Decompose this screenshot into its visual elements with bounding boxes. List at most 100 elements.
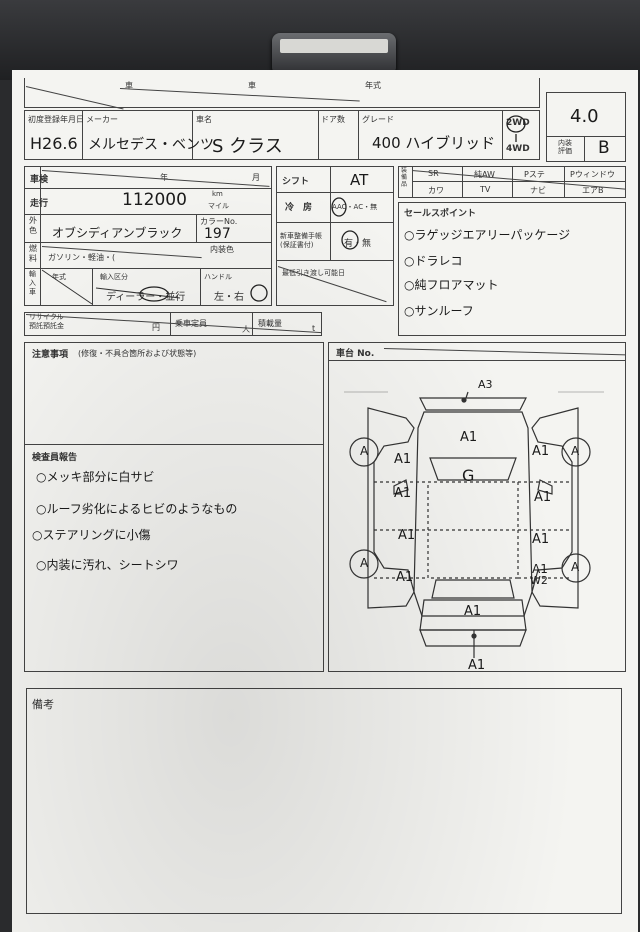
interior-score-label: 内装 評価	[558, 139, 572, 155]
mileage-value: 112000	[122, 190, 187, 210]
drive-4wd: 4WD	[506, 144, 530, 154]
warranty-circle-mark	[341, 230, 359, 250]
shift-block	[276, 166, 394, 306]
header-row	[24, 110, 540, 160]
top-partial-b: 車	[248, 81, 256, 90]
equip-tv: TV	[480, 185, 491, 194]
import-label: 輸 入 車	[29, 270, 36, 296]
ac-value: AAC・AC・無	[332, 203, 378, 211]
report-item: ○内装に汚れ、シートシワ	[36, 558, 179, 572]
notes-block	[24, 342, 324, 672]
grade-label: グレード	[362, 115, 394, 124]
equip-alloy: 純AW	[474, 170, 495, 179]
mile-unit: マイル	[208, 202, 229, 210]
doors-label: ドア数	[321, 115, 345, 124]
report-label: 検査員報告	[32, 453, 78, 463]
diagram-mark: A1	[394, 452, 412, 467]
handle-value: 左・右	[214, 292, 244, 303]
equip-leather: カワ	[428, 186, 444, 195]
recycle-row	[24, 312, 322, 336]
transfer-label: 最低引き渡し可能日	[282, 269, 345, 277]
import-strike-marks	[41, 269, 268, 305]
interior-color-label: 内装色	[210, 245, 234, 254]
top-partial-a: 車	[125, 81, 133, 90]
diagram-mark: A1	[396, 570, 414, 585]
exterior-value: オブシディアンブラック	[52, 226, 183, 240]
maker-label: メーカー	[86, 115, 118, 124]
remarks-label: 備考	[32, 698, 54, 711]
diagram-mark: A1	[534, 490, 552, 505]
color-no-label: カラーNo.	[200, 217, 238, 226]
sales-block	[398, 202, 626, 336]
report-item: ○ルーフ劣化によるヒビのようなもの	[36, 502, 238, 516]
handle-label: ハンドル	[204, 273, 232, 281]
capacity-unit: 人	[242, 325, 250, 334]
shift-label: シフト	[282, 177, 310, 187]
diagram-mark: A1	[464, 604, 482, 619]
equip-label: 装 備 品	[401, 167, 408, 188]
load-label: 積載量	[258, 319, 282, 328]
diagram-mark: A	[571, 560, 580, 574]
equip-airbag: エアB	[582, 186, 604, 195]
sales-item: ○ドラレコ	[404, 254, 463, 268]
fuel-label: 燃 料	[29, 244, 37, 263]
sales-item: ○純フロアマット	[404, 278, 499, 292]
warranty-label: 新車整備手帳 (保証書付)	[280, 232, 322, 249]
drive-circle-mark	[506, 115, 526, 142]
month-unit: 月	[252, 173, 260, 182]
diagram-mark: A	[360, 556, 369, 570]
diagram-mark: A1	[394, 486, 412, 501]
first-reg-label: 初度登録年月日	[28, 115, 84, 124]
top-partial-row	[24, 78, 540, 108]
shift-value: AT	[350, 171, 369, 189]
score-box	[546, 92, 626, 162]
diagram-mark: A1	[532, 444, 550, 459]
top-partial-c: 年式	[365, 81, 381, 90]
load-unit: t	[312, 324, 316, 333]
diagram-mark: A1	[398, 528, 416, 543]
diagram-mark: G	[462, 466, 475, 485]
color-no-value: 197	[204, 226, 231, 242]
equip-navi: ナビ	[530, 186, 546, 195]
diagram-block	[328, 342, 626, 672]
drive-2wd: 2WD	[506, 118, 530, 128]
diagram-mark: A1	[460, 430, 478, 445]
sales-item: ○ラゲッジエアリーパッケージ	[404, 228, 571, 242]
chassis-label: 車台 No.	[336, 349, 375, 359]
car-name-label: 車名	[196, 115, 212, 124]
equip-pster: Pステ	[524, 170, 545, 179]
sales-item: ○サンルーフ	[404, 304, 474, 318]
clipboard-clip	[272, 33, 396, 75]
interior-score-value: B	[598, 138, 610, 158]
first-reg-value: H26.6	[30, 134, 78, 153]
diagram-mark: A1	[468, 658, 486, 673]
report-item: ○メッキ部分に白サビ	[36, 470, 155, 484]
equip-sr: SR	[428, 169, 439, 178]
exterior-label: 外 色	[29, 216, 37, 235]
import-type-value: ディーラー・並行	[106, 292, 186, 303]
import-style-label: 年式	[52, 273, 66, 281]
grade-value: 400 ハイブリッド	[372, 134, 496, 152]
year-unit: 年	[160, 173, 168, 182]
remarks-block	[26, 688, 622, 914]
clip-label-plate	[280, 39, 388, 53]
km-unit: km	[212, 190, 223, 198]
diagram-mark: A	[571, 444, 580, 458]
recycle-label: リサイクル 預託預託金	[29, 313, 64, 330]
maker-value: メルセデス・ベンツ	[88, 137, 214, 153]
sales-title: セールスポイント	[404, 209, 477, 219]
caution-sub: (修復・不具合箇所および状態等)	[78, 349, 197, 358]
diagram-mark: A	[360, 444, 369, 458]
diagram-mark: A1	[532, 562, 548, 576]
diagram-mark: W2	[530, 574, 548, 587]
report-item: ○ステアリングに小傷	[32, 528, 151, 542]
import-type-label: 輸入区分	[100, 273, 128, 281]
score-value: 4.0	[570, 106, 599, 127]
caution-label: 注意事項	[32, 350, 69, 360]
diagram-mark: A3	[478, 378, 493, 391]
equip-pwindow: Pウィンドウ	[570, 170, 615, 179]
inspection-sheet	[12, 70, 638, 932]
car-diagram	[344, 391, 604, 658]
diagram-mark: A1	[532, 532, 550, 547]
ac-circle-mark	[331, 197, 347, 217]
